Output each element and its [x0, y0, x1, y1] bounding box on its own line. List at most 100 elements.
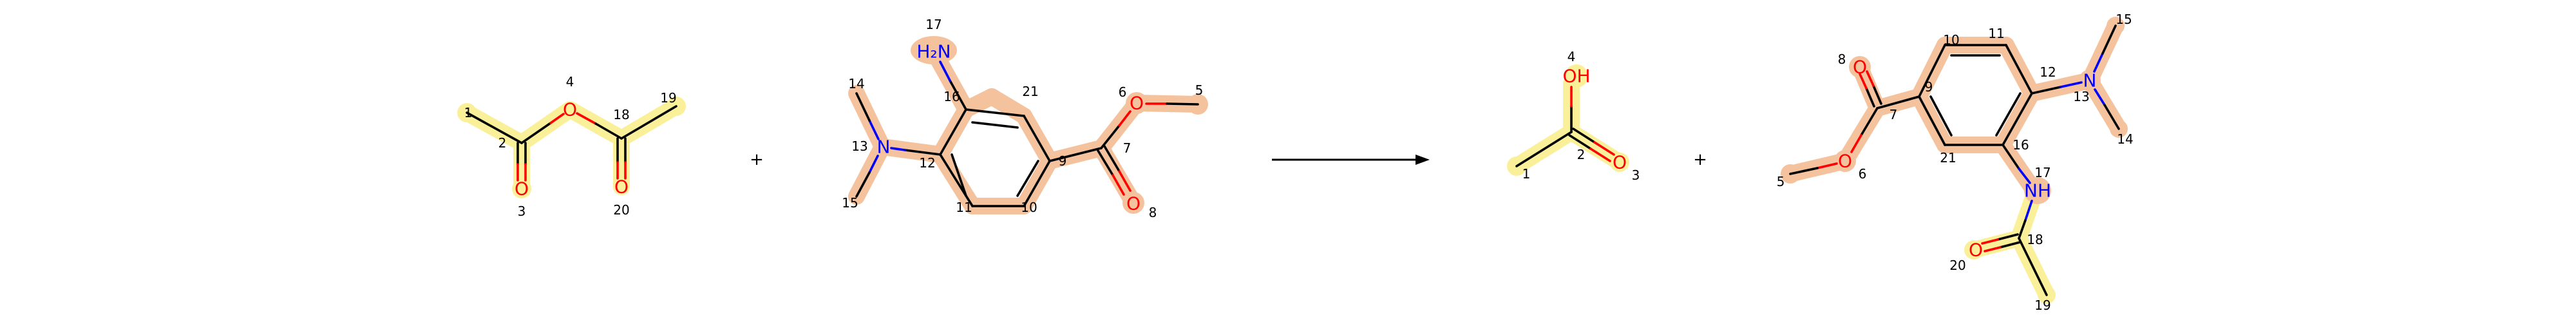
atom-index: 15 — [842, 195, 858, 211]
atom-index: 14 — [2117, 131, 2133, 147]
bond — [855, 171, 871, 198]
bond — [2005, 44, 2033, 95]
atom-index: 2 — [498, 135, 507, 151]
atom-index: 19 — [2034, 298, 2050, 313]
bond — [904, 149, 942, 156]
bond — [1016, 160, 1039, 197]
atom-index: 8 — [1149, 205, 1157, 220]
highlight-atom — [1834, 150, 1856, 172]
oxygen-atom: O — [1130, 93, 1144, 114]
bond — [939, 108, 967, 156]
bond — [868, 155, 879, 174]
bond — [1995, 92, 2022, 137]
atom-index: 12 — [919, 155, 935, 171]
oxygen-atom: O — [614, 176, 629, 198]
bond — [1859, 73, 1868, 90]
oxygen-atom: O — [1126, 193, 1141, 214]
atom-index: 6 — [1859, 166, 1867, 182]
atom-index: 2 — [1577, 147, 1586, 162]
bond — [576, 112, 597, 125]
bond — [1918, 44, 1946, 98]
bond — [1048, 147, 1103, 162]
atom-index: 9 — [1059, 153, 1067, 169]
bond — [2103, 104, 2120, 130]
atom-index: 17 — [2034, 165, 2050, 180]
bond — [1860, 107, 1879, 137]
bond — [1850, 134, 1862, 153]
bond — [2094, 88, 2106, 106]
bond — [1996, 233, 2019, 241]
oxygen-atom: O — [1613, 152, 1627, 173]
atom-index: 7 — [1889, 107, 1898, 122]
highlight-atom — [1565, 64, 1588, 88]
atom-index: 17 — [925, 17, 942, 32]
bond — [939, 61, 951, 82]
bond — [1515, 131, 1573, 167]
bond — [1593, 141, 1615, 156]
plus-sign: + — [1693, 150, 1707, 169]
atom-index: 15 — [2116, 12, 2132, 27]
bond — [2018, 219, 2027, 240]
atom-index: 9 — [1925, 79, 1933, 95]
atom-index: 14 — [848, 76, 864, 91]
oxygen-atom: O — [1853, 57, 1867, 78]
nitrogen-atom: N — [877, 137, 891, 158]
oxygen-atom: O — [1969, 240, 1983, 261]
bond — [1112, 174, 1125, 196]
highlight-atom — [1122, 192, 1144, 214]
highlight-atom — [2079, 70, 2101, 91]
product-acetic-acid: OH O 4 2 1 3 — [1507, 49, 1640, 183]
atom-index: 4 — [1567, 49, 1576, 64]
amide-nh-group: NH — [2024, 180, 2051, 202]
highlight-atom — [1610, 153, 1629, 172]
atom-index: 20 — [1949, 258, 1965, 273]
bond — [2031, 86, 2062, 95]
reactant-aminobenzoate: H₂N N O O 17 21 16 9 10 11 12 13 14 15 6… — [842, 17, 1208, 220]
highlights — [848, 36, 1208, 214]
bond — [1929, 95, 1953, 137]
atom-index: 18 — [2027, 232, 2043, 247]
bond — [1918, 95, 1946, 146]
atom-index: 21 — [1940, 150, 1956, 166]
bond — [1876, 95, 1920, 109]
bond — [1023, 160, 1051, 207]
atom-index: 11 — [956, 200, 972, 215]
bond — [2024, 200, 2033, 222]
atom-index: 20 — [613, 202, 629, 218]
bond — [949, 79, 967, 111]
bond — [890, 147, 906, 151]
oxygen-atom: O — [1838, 151, 1852, 172]
reaction-arrow — [1272, 155, 1430, 165]
atom-index: 18 — [613, 107, 629, 122]
bond — [594, 122, 623, 140]
atom-index: 19 — [660, 90, 676, 106]
bond — [1866, 70, 1875, 87]
reactant-acetic-anhydride: O O O 1 2 3 4 18 19 20 — [457, 74, 686, 219]
nitrogen-atom: N — [2083, 70, 2097, 91]
atom-index: 13 — [2073, 89, 2089, 104]
bond — [855, 92, 871, 122]
bond — [2060, 81, 2083, 88]
bond — [2018, 167, 2031, 184]
oxygen-atom: O — [515, 178, 529, 200]
atom-index: 6 — [1119, 84, 1127, 100]
bond — [1789, 167, 1819, 175]
plus-sign: + — [750, 150, 764, 169]
bond — [2093, 52, 2104, 73]
bond — [1572, 128, 1596, 144]
bond — [1865, 87, 1875, 108]
highlight-atom — [911, 36, 957, 64]
bond — [1984, 246, 2002, 252]
atom-index: 16 — [2012, 137, 2029, 153]
bond — [1118, 110, 1132, 127]
atom-index: 3 — [1632, 167, 1640, 183]
bond — [520, 122, 552, 144]
atom-index: 12 — [2040, 64, 2056, 80]
bond — [2018, 237, 2048, 296]
bond — [2002, 144, 2020, 170]
atom-index: 5 — [1777, 174, 1785, 189]
atom-index: 21 — [1022, 84, 1038, 99]
bond — [1816, 162, 1838, 169]
amine-group: H₂N — [916, 41, 951, 62]
bond — [2002, 92, 2033, 146]
